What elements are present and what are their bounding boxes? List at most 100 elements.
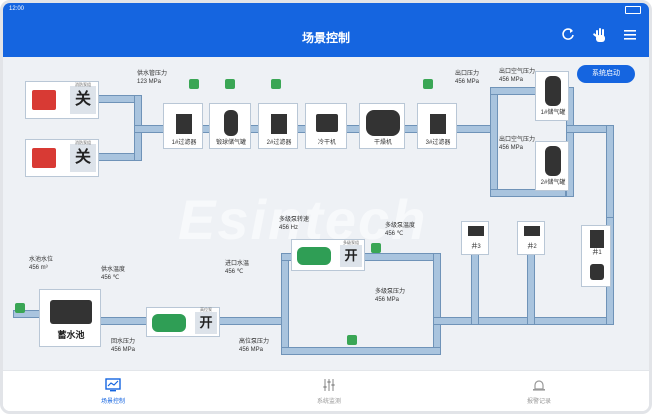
filter-icon	[430, 114, 446, 134]
cooler-dryer[interactable]: 冷干机	[305, 103, 347, 149]
pipe-segment	[490, 87, 498, 197]
motor-speed-label: 多级泵转速	[279, 217, 310, 223]
gauge-icon	[371, 243, 381, 253]
air-tank-2[interactable]: 2#储气罐	[535, 141, 569, 191]
pump-caption: 高位泵	[200, 307, 212, 312]
refresh-icon[interactable]	[559, 27, 577, 45]
well-1[interactable]: 井1	[581, 225, 611, 287]
filter-1-label: 1#过滤器	[171, 140, 197, 146]
high-pump-unit[interactable]: 开 高位泵	[146, 307, 220, 337]
hp-pressure-label: 高位泵压力	[239, 339, 270, 345]
filter-2-label: 2#过滤器	[266, 140, 292, 146]
multi-pressure-label: 多级泵压力	[375, 289, 406, 295]
motor-speed-value: 456 Hz	[279, 225, 299, 231]
air-tank-1[interactable]: 1#储气罐	[535, 71, 569, 121]
menu-icon[interactable]	[621, 27, 639, 45]
battery-icon	[625, 6, 641, 14]
gas-tank-label: 锻球储气罐	[215, 140, 246, 146]
multi-temp-value: 456 ℃	[385, 231, 404, 237]
water-level-value: 456 m³	[29, 265, 48, 271]
hand-icon[interactable]	[591, 27, 609, 45]
pipe-segment	[527, 247, 535, 325]
dryer-icon	[366, 110, 400, 136]
pump-icon	[32, 90, 56, 110]
tab-label: 场景控制	[100, 399, 125, 405]
cooler-label: 冷干机	[317, 140, 336, 146]
tank-icon	[545, 146, 561, 176]
multi-temp-label: 多级泵温度	[385, 223, 416, 229]
gauge-icon	[347, 335, 357, 345]
out-air-1-label: 出口空气压力	[499, 69, 536, 75]
pipe-segment	[98, 153, 138, 161]
pipe-segment	[98, 95, 138, 103]
pump-green-icon	[152, 314, 186, 332]
pump-unit-1[interactable]: 关 消防泵组	[25, 81, 99, 119]
pump-unit-2[interactable]: 关 消防泵组	[25, 139, 99, 177]
pump-green-icon	[297, 247, 331, 265]
filter-2[interactable]: 2#过滤器	[258, 103, 298, 149]
pipe-segment	[433, 317, 613, 325]
multi-pressure-value: 456 MPa	[375, 297, 400, 303]
pool-label: 蓄水池	[57, 330, 85, 340]
pump-caption: 多级泵组	[343, 240, 359, 245]
filter-3-label: 3#过滤器	[425, 140, 451, 146]
well-3[interactable]: 井3	[461, 221, 489, 255]
water-level-label: 水池水位	[29, 257, 54, 263]
well-icon	[468, 226, 484, 236]
pipe-segment	[606, 125, 614, 225]
dryer[interactable]: 干燥机	[359, 103, 405, 149]
filter-1[interactable]: 1#过滤器	[163, 103, 203, 149]
multi-pump-unit[interactable]: 开 多级泵组	[291, 239, 365, 271]
tank-icon	[545, 76, 561, 106]
dryer-label: 干燥机	[373, 140, 392, 146]
well-2[interactable]: 井2	[517, 221, 545, 255]
out-air-2-label: 出口空气压力	[499, 137, 536, 143]
return-pressure-value: 456 MPa	[111, 347, 136, 353]
bottom-tab-bar: 场景控制 系统监测 报警记录	[3, 370, 649, 411]
filter-3[interactable]: 3#过滤器	[417, 103, 457, 149]
pool-pump-icon	[50, 300, 92, 324]
pump-caption: 消防泵组	[75, 82, 91, 87]
air-tank-1-label: 1#储气罐	[540, 110, 566, 116]
hp-pressure-value: 456 MPa	[239, 347, 264, 353]
pump-state: 开	[195, 312, 217, 334]
pipe-segment	[281, 253, 289, 355]
status-time: 12:00	[9, 6, 25, 12]
well-1-label: 井1	[592, 250, 602, 256]
gauge-icon	[189, 79, 199, 89]
pump-icon	[590, 264, 604, 280]
pipe-segment	[281, 347, 441, 355]
inlet-temp-label: 进口水温	[225, 261, 250, 267]
tab-system-monitor[interactable]: 系统监测	[289, 377, 369, 405]
tab-label: 系统监测	[316, 399, 341, 405]
well-2-label: 井2	[527, 244, 537, 250]
cooler-icon	[316, 114, 338, 132]
tab-alarm-log[interactable]: 报警记录	[499, 377, 579, 405]
well-icon	[590, 230, 604, 248]
out-air-2-value: 456 MPa	[499, 145, 524, 151]
tank-icon	[224, 110, 238, 136]
inlet-temp-value: 456 ℃	[225, 269, 244, 275]
water-pool[interactable]: 蓄水池	[39, 289, 101, 347]
pipe-segment	[490, 189, 566, 197]
well-3-label: 井3	[471, 244, 481, 250]
filter-icon	[271, 114, 287, 134]
filter-icon	[176, 114, 192, 134]
tab-scene-control[interactable]: 场景控制	[73, 377, 153, 405]
well-icon	[524, 226, 540, 236]
system-start-button[interactable]: 系统启动	[577, 65, 635, 83]
pump-state: 关	[70, 144, 96, 172]
outlet-pressure-value: 456 MPa	[455, 79, 480, 85]
status-bar: 12:00	[3, 3, 649, 17]
pump-state: 开	[340, 245, 362, 267]
gauge-icon	[15, 303, 25, 313]
pump-state: 关	[70, 86, 96, 114]
inlet-pressure-label: 供水管压力	[137, 71, 168, 77]
gas-tank[interactable]: 锻球储气罐	[209, 103, 251, 149]
pipe-segment	[471, 247, 479, 325]
monitor-icon	[105, 377, 121, 393]
pump-icon	[32, 148, 56, 168]
air-tank-2-label: 2#储气罐	[540, 180, 566, 186]
pipe-segment	[433, 253, 441, 355]
